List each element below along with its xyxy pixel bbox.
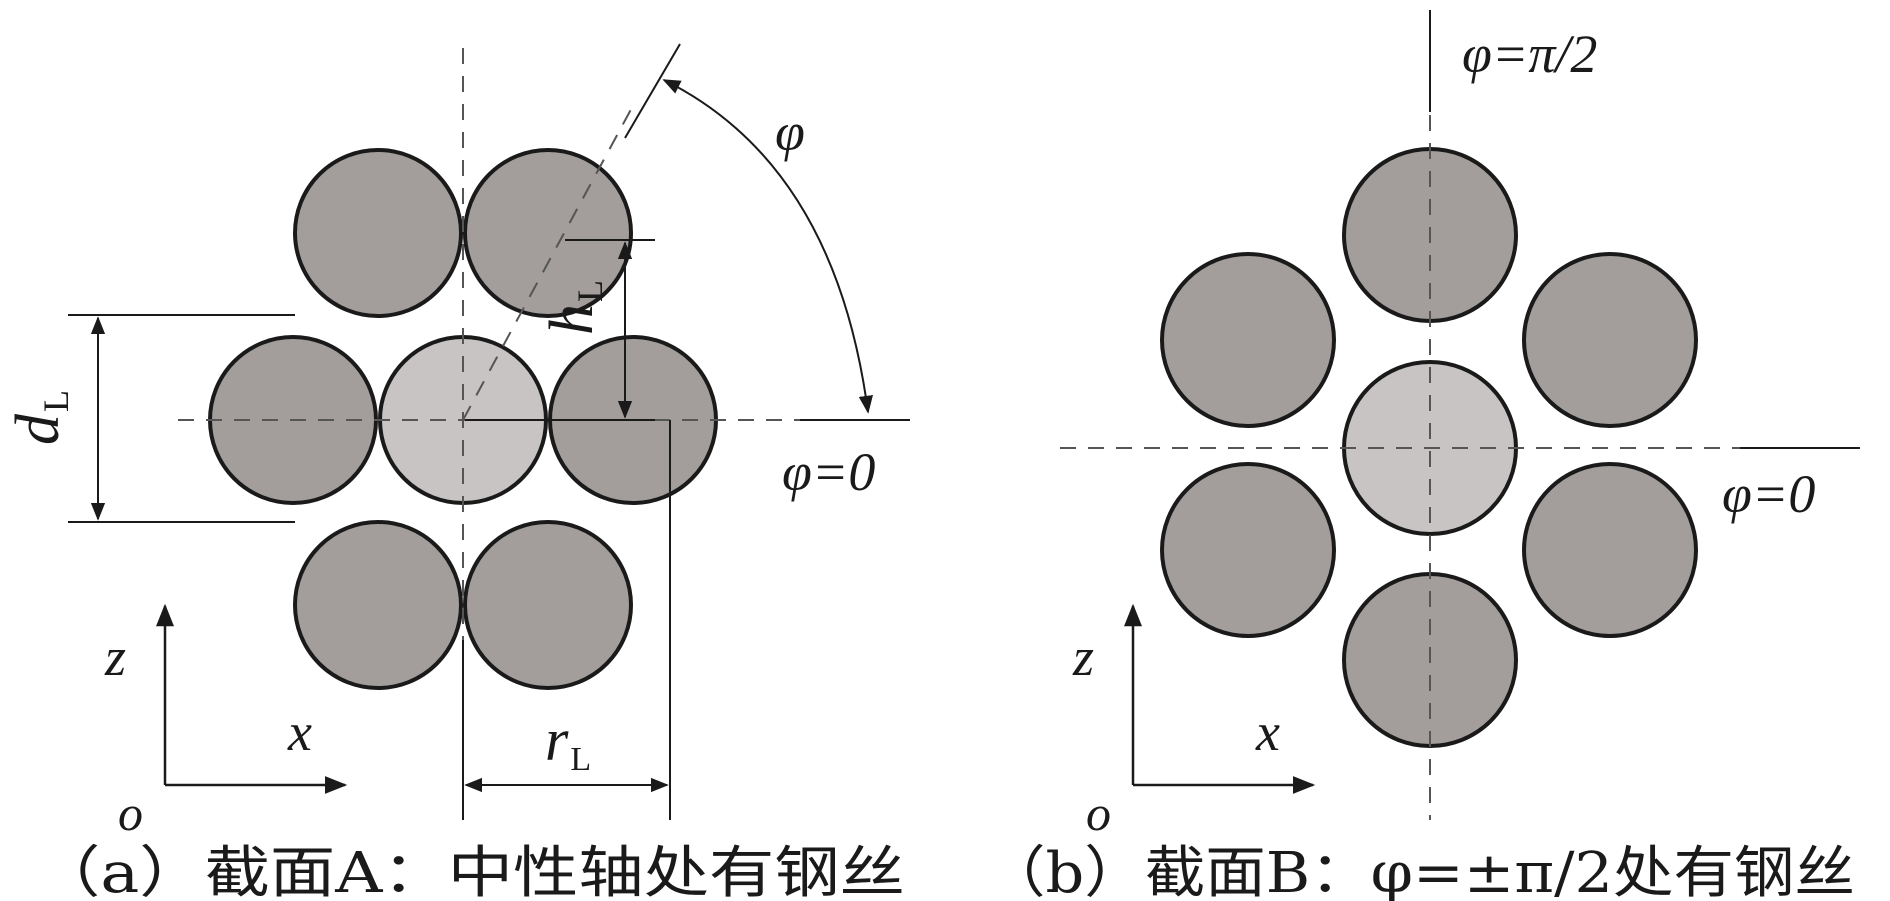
wire-b-upper-right	[1522, 252, 1698, 428]
axis-b-o-label: o	[1086, 785, 1111, 841]
figure-b: φ=π/2 φ=0 z x o （b）截面B：φ=±π/2处有钢丝	[985, 10, 1860, 901]
axes-a	[156, 603, 348, 794]
h-dimension	[465, 239, 655, 421]
wire-a-upper-left	[293, 148, 463, 318]
axis-a-z-label: z	[104, 627, 126, 687]
wire-a-lower-right	[463, 520, 633, 690]
r-label: rL	[545, 707, 591, 778]
svg-text:hL: hL	[538, 280, 610, 335]
d-dimension	[68, 314, 295, 523]
svg-text:dL: dL	[4, 390, 76, 445]
figure-a: φ φ=0 dL hL rL z x o （a）截面A：中性轴处有钢丝	[4, 43, 910, 901]
caption-a: （a）截面A：中性轴处有钢丝	[35, 841, 905, 901]
wire-b-lower-left	[1160, 462, 1336, 638]
wire-a-lower-left	[293, 520, 463, 690]
axis-b-x-label: x	[1255, 702, 1280, 762]
centerline-a-diagonal	[462, 101, 636, 421]
phi-half-pi-label: φ=π/2	[1462, 24, 1597, 84]
phi-zero-label-b: φ=0	[1722, 464, 1815, 524]
figure-b-centerlines	[1060, 10, 1860, 820]
phi-angle-arrow	[662, 79, 873, 414]
axis-b-z-label: z	[1072, 627, 1094, 687]
h-label: hL	[538, 280, 610, 335]
axis-a-x-label: x	[287, 702, 312, 762]
wire-b-upper-left	[1160, 252, 1336, 428]
axis-a-o-label: o	[118, 785, 143, 841]
wire-b-lower-right	[1522, 462, 1698, 638]
caption-b: （b）截面B：φ=±π/2处有钢丝	[985, 841, 1855, 901]
figure-a-centerlines	[178, 43, 910, 800]
wire-a-upper-right	[463, 148, 633, 318]
axes-b	[1124, 603, 1316, 794]
phi-zero-label-a: φ=0	[782, 442, 875, 502]
r-dimension	[462, 420, 671, 820]
phi-label: φ	[775, 102, 805, 162]
d-label: dL	[4, 390, 76, 445]
phi-reference-line	[624, 43, 681, 139]
